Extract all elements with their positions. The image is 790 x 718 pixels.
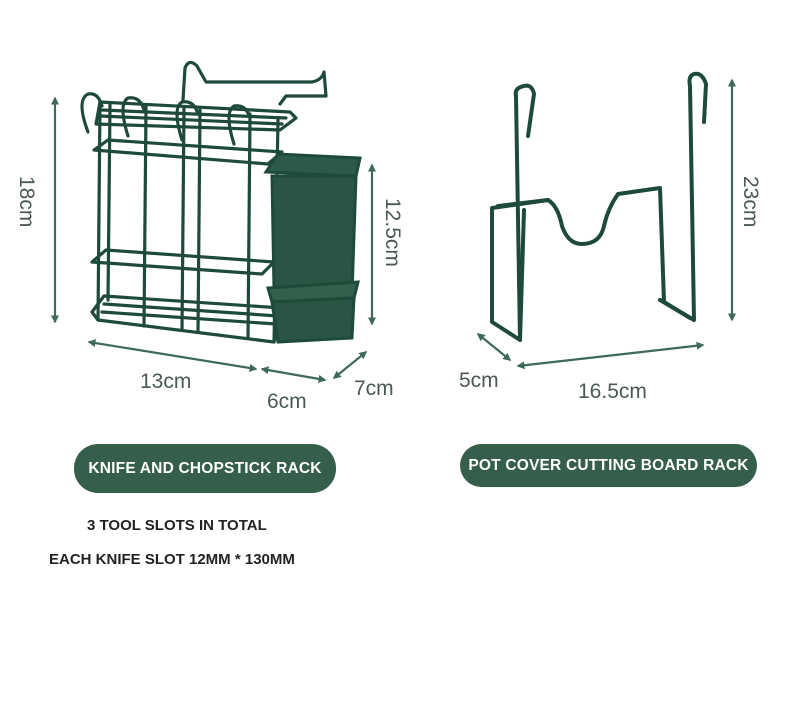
width-arrow [87,339,258,372]
board-rack-label: POT COVER CUTTING BOARD RACK [460,444,757,487]
pot-cover-board-rack-illustration [490,71,708,342]
knife-chopstick-rack-illustration [80,60,328,344]
height-label: 18cm [15,176,38,227]
utensil-cup-illustration [263,152,362,344]
right-dimension-arrows [476,78,736,370]
left-dimension-arrows [51,96,376,383]
right-depth-arrow [476,333,512,361]
right-width-arrow [516,341,705,370]
width-label: 13cm [140,370,191,393]
depth-label: 7cm [354,377,394,400]
holder-height-label: 12.5cm [381,198,404,267]
right-width-label: 16.5cm [578,380,647,403]
right-depth-label: 5cm [459,369,499,392]
holder-width-arrow [260,366,327,383]
depth-arrow [332,351,368,379]
tool-slots-note: 3 TOOL SLOTS IN TOTAL [87,517,267,534]
right-height-label: 23cm [739,176,762,227]
knife-slot-size-note: EACH KNIFE SLOT 12MM * 130MM [49,551,295,568]
knife-rack-label: KNIFE AND CHOPSTICK RACK [74,444,336,493]
holder-width-label: 6cm [267,390,307,413]
